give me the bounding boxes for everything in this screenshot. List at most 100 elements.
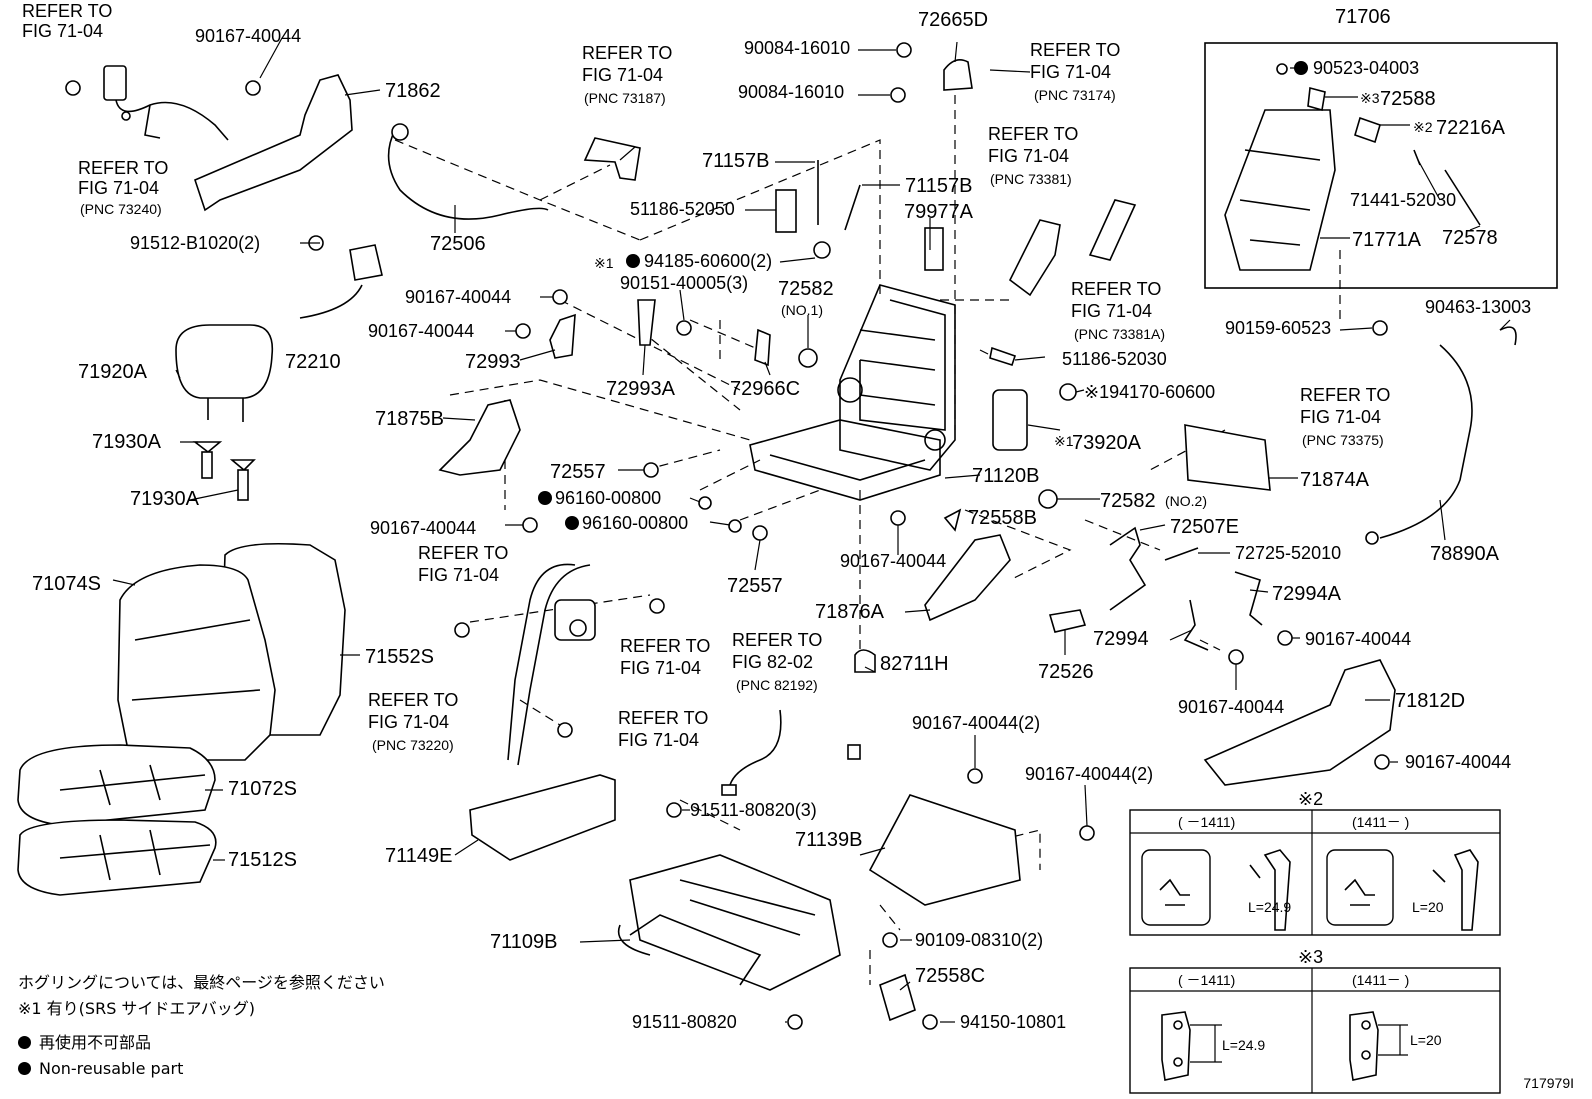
callout: 71771A [1352, 229, 1422, 251]
shield-71139b [868, 794, 1021, 906]
callout: REFER TO [732, 630, 822, 650]
callout: (PNC 73240) [80, 201, 162, 217]
callout: 90084-16010 [738, 82, 844, 102]
svg-text:L=24.9: L=24.9 [1222, 1037, 1265, 1053]
callout: 71920A [78, 361, 148, 383]
callout: (PNC 73381) [990, 171, 1072, 187]
callout: 72993 [465, 351, 521, 373]
part-labels: REFER TO FIG 71-04 90167-40044 71862 REF… [22, 1, 1531, 1032]
callout: ※194170-60600 [1084, 382, 1215, 402]
callout: 94185-60600(2) [644, 251, 772, 271]
callout: 72507E [1170, 516, 1239, 538]
callout: 71875B [375, 408, 444, 430]
callout: 72558C [915, 965, 985, 987]
callout: 72216A [1436, 117, 1506, 139]
callout: FIG 71-04 [620, 658, 701, 678]
leader-lines [112, 37, 1511, 1023]
callout: 90167-40044 [405, 287, 511, 307]
callout: REFER TO [618, 708, 708, 728]
callout: 73920A [1072, 432, 1142, 454]
callout: FIG 71-04 [78, 178, 159, 198]
callout: 71512S [228, 849, 297, 871]
callout: 96160-00800 [555, 488, 661, 508]
callout: 72993A [606, 378, 676, 400]
callout: FIG 71-04 [1300, 407, 1381, 427]
callout: 90167-40044(2) [1025, 764, 1153, 784]
callout: 90167-40044 [370, 518, 476, 538]
seatbelt-buckle-part [65, 65, 229, 141]
callout: 82711H [880, 653, 949, 675]
svg-text:※2: ※2 [1298, 789, 1323, 809]
cable-78890a [1379, 344, 1473, 539]
callout: 71862 [385, 80, 441, 102]
callout: 90159-60523 [1225, 318, 1331, 338]
legend-non-reusable-jp: 再使用不可部品 [18, 1032, 385, 1054]
callout: 90167-40044 [1405, 752, 1511, 772]
callout: 72725-52010 [1235, 543, 1341, 563]
callout: 71552S [365, 646, 434, 668]
seat-cushion-frame [749, 419, 941, 501]
callout: REFER TO [1300, 385, 1390, 405]
illustration-id: 717979I [1523, 1075, 1574, 1091]
svg-text:L=20: L=20 [1410, 1032, 1442, 1048]
callout: FIG 82-02 [732, 652, 813, 672]
lever-72210 [299, 244, 383, 319]
callout: REFER TO [1071, 279, 1161, 299]
callout: 72588 [1380, 88, 1436, 110]
callout: (PNC 73174) [1034, 87, 1116, 103]
callout: FIG 71-04 [22, 21, 103, 41]
callout: REFER TO [368, 690, 458, 710]
callout: REFER TO [988, 124, 1078, 144]
inset-table-2: ※2 ( －1411) (1411－ ) L=24.9 L=20 [1129, 789, 1501, 936]
airbag-module-73920a [992, 389, 1028, 451]
inset-table-3: ※3 ( －1411) (1411－ ) L=24.9 L=20 [1129, 947, 1501, 1094]
callout: 71812D [1395, 690, 1465, 712]
callout: 71109B [490, 931, 557, 953]
callout: 90523-04003 [1313, 58, 1419, 78]
legend-non-reusable-en: Non-reusable part [18, 1058, 385, 1080]
panel-73375 [1184, 424, 1271, 491]
cover-71149e [469, 774, 616, 861]
callout: 90167-40044 [1305, 629, 1411, 649]
callout: 91511-80820(3) [690, 800, 817, 820]
callout: 72506 [430, 233, 486, 255]
svg-text:( －1411): ( －1411) [1178, 972, 1235, 988]
svg-text:※3: ※3 [1298, 947, 1323, 967]
non-reusable-dot-icon [18, 1062, 31, 1075]
callout: REFER TO [22, 1, 112, 21]
lever-72507e [1109, 526, 1147, 611]
callout: 72994A [1272, 583, 1342, 605]
callout: 90084-16010 [744, 38, 850, 58]
callout: 94150-10801 [960, 1012, 1066, 1032]
cover-71875b [438, 399, 521, 476]
callout: 72578 [1442, 227, 1498, 249]
svg-text:(1411－ ): (1411－ ) [1352, 972, 1409, 988]
callout: 90151-40005(3) [620, 273, 748, 293]
callout: 90167-40044(2) [912, 713, 1040, 733]
legend-notes: ホグリングについては、最終ページを参照ください ※1 有り(SRS サイドエアバ… [18, 972, 385, 1080]
callout: 71149E [385, 845, 452, 867]
callout: 71874A [1300, 469, 1370, 491]
callout: FIG 71-04 [1071, 301, 1152, 321]
cover-73381 [1008, 219, 1061, 297]
seat-belt-retractor [507, 563, 596, 766]
callout: 71441-52030 [1350, 190, 1456, 210]
non-reusable-dot-icon [18, 1036, 31, 1049]
callout: ※2 [1413, 119, 1433, 135]
legend-srs-note: ※1 有り(SRS サイドエアバッグ) [18, 999, 256, 1018]
callout: 72557 [550, 461, 606, 483]
seat-back-frame [837, 284, 956, 471]
legend-hog-ring-note: ホグリングについては、最終ページを参照ください [18, 973, 385, 992]
callout: (PNC 82192) [736, 677, 818, 693]
seat-back-cover [117, 543, 346, 761]
callout: REFER TO [1030, 40, 1120, 60]
callout: 96160-00800 [582, 513, 688, 533]
callout: 71876A [815, 601, 885, 623]
recliner-assembly-71706 [1224, 63, 1481, 336]
callout: 71120B [972, 465, 1039, 487]
callout: 90167-40044 [195, 26, 301, 46]
seat-cushion-cover [17, 744, 217, 896]
callout: FIG 71-04 [618, 730, 699, 750]
callout: 72558B [968, 507, 1037, 529]
